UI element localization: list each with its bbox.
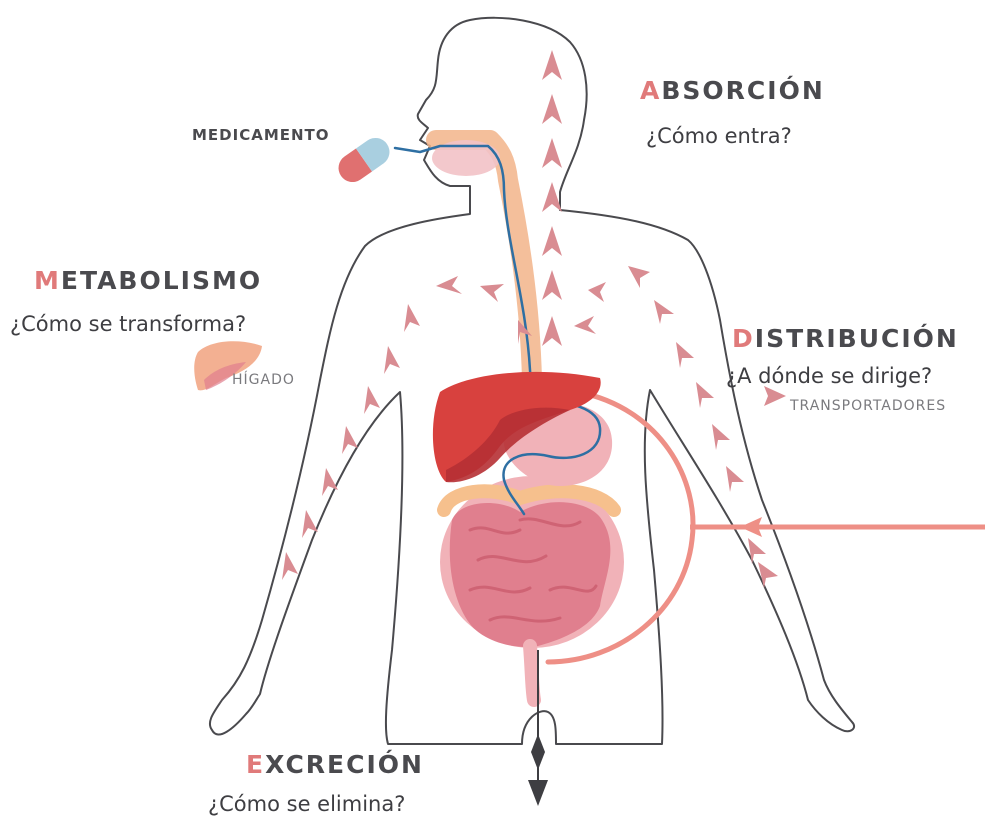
- chevron-arrow-icon: [588, 282, 606, 302]
- chevron-arrow-icon: [322, 468, 338, 496]
- chevron-arrow-icon: [654, 300, 674, 324]
- intestines: [440, 476, 624, 700]
- distribucion-heading: DISTRIBUCIÓN: [732, 324, 959, 353]
- chevron-arrow-icon: [676, 342, 694, 368]
- metabolismo-heading: METABOLISMO: [34, 266, 262, 295]
- chevron-arrow-icon: [542, 94, 562, 124]
- chevron-arrow-icon: [542, 270, 562, 300]
- excretion-arrow-upper: [531, 734, 545, 770]
- chevron-arrow-icon: [404, 304, 420, 332]
- excrecion-question: ¿Cómo se elimina?: [208, 792, 405, 816]
- chevron-arrow-icon: [628, 266, 650, 288]
- chevron-arrow-icon: [282, 552, 298, 580]
- chevron-arrow-icon: [748, 538, 766, 564]
- chevron-arrow-icon: [542, 226, 562, 256]
- higado-label: HÍGADO: [232, 372, 295, 388]
- chevron-arrow-icon: [542, 50, 562, 80]
- chevron-arrow-icon: [542, 316, 562, 346]
- excretion-arrow-lower: [528, 780, 548, 806]
- chevron-arrow-icon: [480, 284, 504, 302]
- chevron-arrow-icon: [364, 386, 380, 414]
- medicamento-label: MEDICAMENTO: [192, 126, 330, 144]
- chevron-arrow-icon: [574, 316, 596, 334]
- chevron-arrow-icon: [764, 386, 786, 406]
- esophagus: [436, 140, 532, 380]
- chevron-arrow-icon: [696, 382, 714, 408]
- chevron-arrow-icon: [726, 466, 744, 492]
- excrecion-heading: EXCRECIÓN: [246, 750, 424, 779]
- absorcion-question: ¿Cómo entra?: [646, 124, 792, 148]
- chevron-arrow-icon: [712, 424, 730, 450]
- chevron-arrow-icon: [436, 276, 462, 294]
- distribucion-question: ¿A dónde se dirige?: [726, 364, 932, 388]
- absorcion-heading: ABSORCIÓN: [640, 76, 825, 105]
- chevron-arrow-icon: [302, 510, 318, 538]
- chevron-arrow-icon: [542, 138, 562, 168]
- chevron-arrow-icon: [758, 562, 778, 588]
- metabolismo-question: ¿Cómo se transforma?: [10, 312, 246, 336]
- capsule-icon: [333, 132, 395, 187]
- transportadores-label: TRANSPORTADORES: [790, 398, 946, 414]
- chevron-arrow-icon: [384, 346, 400, 374]
